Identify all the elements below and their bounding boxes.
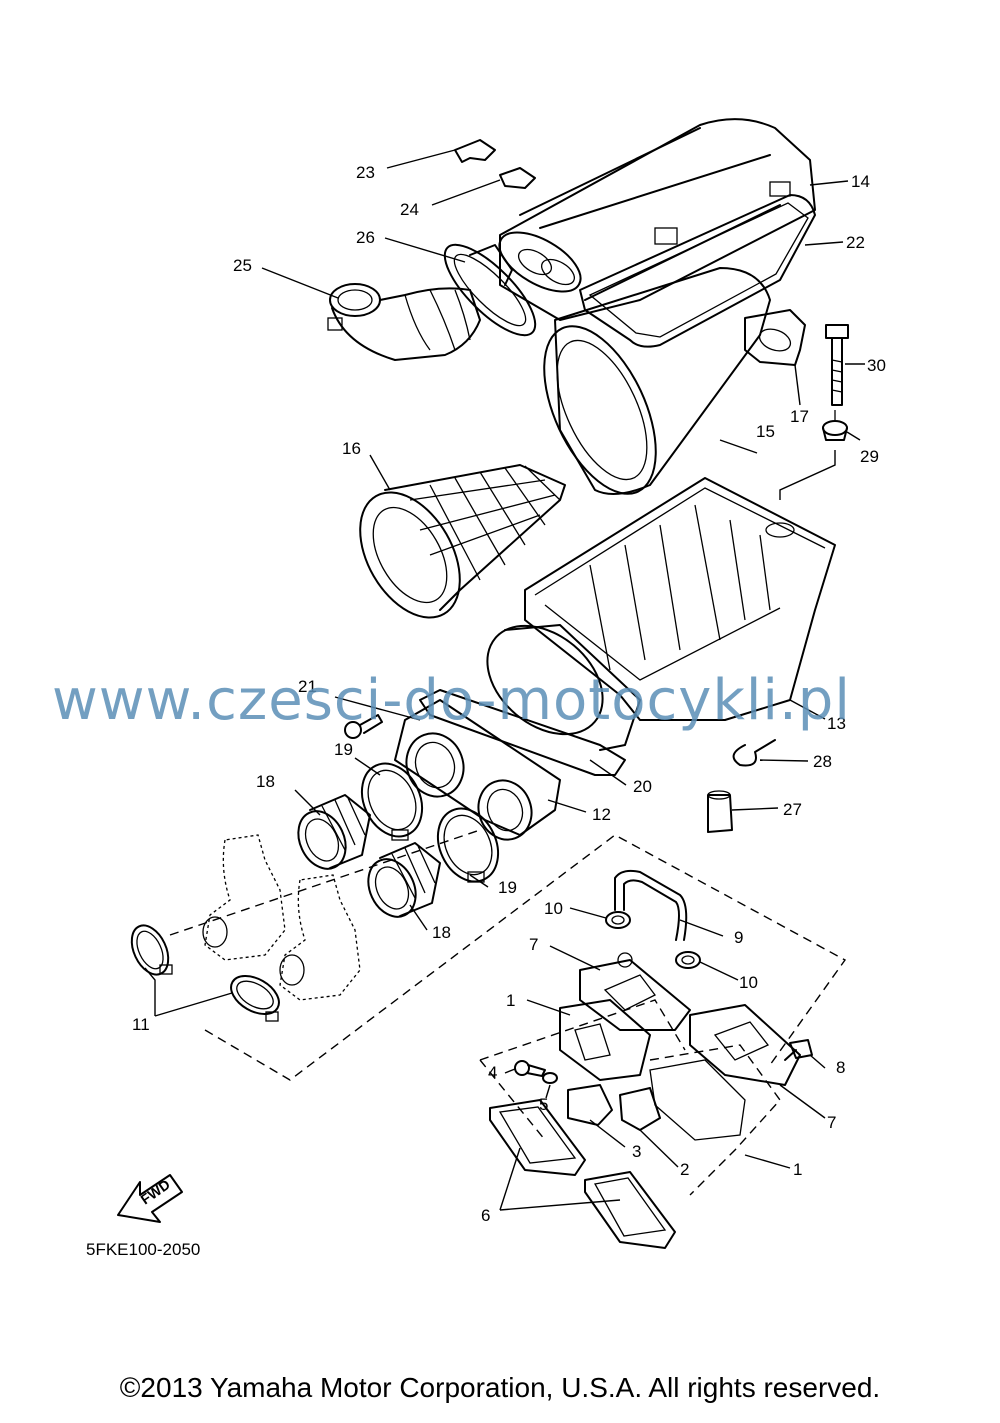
part-10-clip-b (675, 951, 701, 969)
fwd-arrow-icon: FWD (117, 1174, 183, 1223)
part-18-joint-b (367, 842, 441, 918)
callout-10b: 10 (739, 973, 758, 992)
callout-27: 27 (783, 800, 802, 819)
part-19-clamp-b (436, 807, 500, 883)
part-6-gasket-b (584, 1171, 676, 1249)
callout-1a: 1 (506, 991, 515, 1010)
callout-14: 14 (851, 172, 870, 191)
part-8-bolt (784, 1039, 813, 1061)
part-15-air-element (543, 267, 771, 495)
drawing-code: 5FKE100-2050 (86, 1240, 201, 1259)
part-4-screw (514, 1060, 546, 1077)
part-23-clip (454, 139, 496, 163)
callout-18b: 18 (432, 923, 451, 942)
watermark-url: www.czesci-do-motocykli.pl (52, 668, 851, 733)
callout-2: 2 (680, 1160, 689, 1179)
callout-9: 9 (734, 928, 743, 947)
callout-23: 23 (356, 163, 375, 182)
callout-25: 25 (233, 256, 252, 275)
part-7-manifold-a (579, 952, 691, 1031)
part-10-clip-a (605, 911, 631, 929)
callout-29: 29 (860, 447, 879, 466)
callout-1b: 1 (793, 1160, 802, 1179)
part-14-airbox-cover (498, 118, 816, 321)
callout-16: 16 (342, 439, 361, 458)
callout-24: 24 (400, 200, 419, 219)
callout-6: 6 (481, 1206, 490, 1225)
part-24-clip (499, 167, 536, 189)
callout-8: 8 (836, 1058, 845, 1077)
part-30-bolt (825, 324, 849, 406)
part-22-cover-seal (579, 194, 816, 348)
part-18-joint-a (297, 794, 371, 870)
callout-17: 17 (790, 407, 809, 426)
callout-7a: 7 (529, 935, 538, 954)
part-1-reed-valve (559, 999, 746, 1141)
part-9-hose (614, 869, 688, 941)
leader-lines (144, 149, 865, 1211)
part-13-airbox-case (486, 477, 836, 751)
part-2-reed (619, 1087, 661, 1131)
callout-30: 30 (867, 356, 886, 375)
part-5-washer (542, 1072, 558, 1084)
part-19-clamp-a (360, 762, 424, 841)
part-28-clip (732, 739, 776, 767)
callout-19b: 19 (498, 878, 517, 897)
callout-26: 26 (356, 228, 375, 247)
callout-28: 28 (813, 752, 832, 771)
part-11-clamp-b (230, 975, 280, 1022)
callout-19a: 19 (334, 740, 353, 759)
callouts: 23 24 26 25 14 22 30 17 29 15 16 13 28 2… (132, 163, 886, 1225)
part-16-element-guide (359, 464, 566, 619)
callout-10a: 10 (544, 899, 563, 918)
part-27-drain (707, 790, 733, 833)
callout-20: 20 (633, 777, 652, 796)
callout-22: 22 (846, 233, 865, 252)
part-21-screw (344, 714, 383, 739)
callout-3: 3 (632, 1142, 641, 1161)
callout-21: 21 (298, 677, 317, 696)
callout-11: 11 (132, 1015, 150, 1034)
part-25-intake-duct (327, 283, 481, 361)
part-17-grommet (744, 309, 806, 366)
carburetor-reference (202, 834, 361, 1001)
part-3-stopper (567, 1084, 613, 1126)
part-29-damper (822, 410, 848, 441)
part-11-clamp-a (130, 924, 173, 976)
part-6-gasket-a (489, 1099, 586, 1176)
callout-4: 4 (488, 1063, 497, 1082)
copyright-notice: ©2013 Yamaha Motor Corporation, U.S.A. A… (119, 1372, 881, 1403)
part-7-manifold-b (689, 1004, 801, 1086)
callout-5: 5 (539, 1095, 548, 1114)
group-outlines (169, 829, 847, 1196)
part-20-gasket (419, 689, 626, 776)
callout-15: 15 (756, 422, 775, 441)
callout-18a: 18 (256, 772, 275, 791)
callout-13: 13 (827, 714, 846, 733)
callout-12: 12 (592, 805, 611, 824)
callout-7b: 7 (827, 1113, 836, 1132)
